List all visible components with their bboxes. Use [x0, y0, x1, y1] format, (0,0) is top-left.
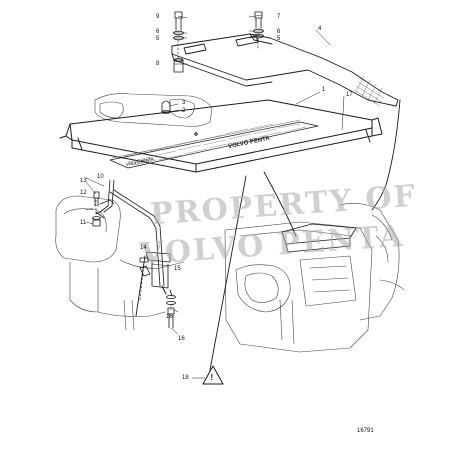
callout-12: 13 [80, 178, 87, 184]
callout-17: 17 [346, 92, 353, 98]
callout-6-right: 6 [277, 29, 281, 35]
leader-lines [85, 14, 345, 379]
callout-3: 3 [182, 100, 186, 106]
callout-5-right: 5 [277, 36, 281, 42]
left-fasteners [92, 191, 101, 227]
lower-left-bracket [95, 179, 171, 289]
lower-bolt-stack [166, 294, 176, 329]
callout-13: 14 [140, 245, 147, 251]
callout-9: 9 [156, 14, 160, 20]
callout-16: 16 [178, 336, 185, 342]
callout-7: 7 [277, 14, 281, 20]
right-cover-bracket [281, 223, 357, 253]
callout-6-left: 6 [156, 29, 160, 35]
callout-15: 16 [166, 314, 173, 320]
callout-4: 4 [318, 26, 322, 32]
assembly-path-lines [135, 99, 401, 371]
warning-triangle-icon [202, 365, 224, 385]
dashed-guide-lines [95, 37, 259, 311]
engine-top-cover [59, 99, 383, 173]
engine-block-outline [224, 203, 405, 353]
callout-5-left: 5 [156, 36, 160, 42]
callout-11-upper: 12 [80, 190, 87, 196]
warning-exclamation: ! [210, 373, 214, 382]
figure-number: 16791 [357, 428, 374, 434]
callout-11-lower: 11 [80, 220, 87, 226]
callout-18: 18 [182, 375, 189, 381]
callout-2: 2 [182, 108, 186, 114]
callout-10: 10 [97, 174, 104, 180]
callout-1: 1 [322, 87, 326, 93]
callout-8: 8 [156, 61, 160, 67]
callout-14: 15 [174, 266, 181, 272]
upper-mounting-bracket [171, 33, 399, 107]
